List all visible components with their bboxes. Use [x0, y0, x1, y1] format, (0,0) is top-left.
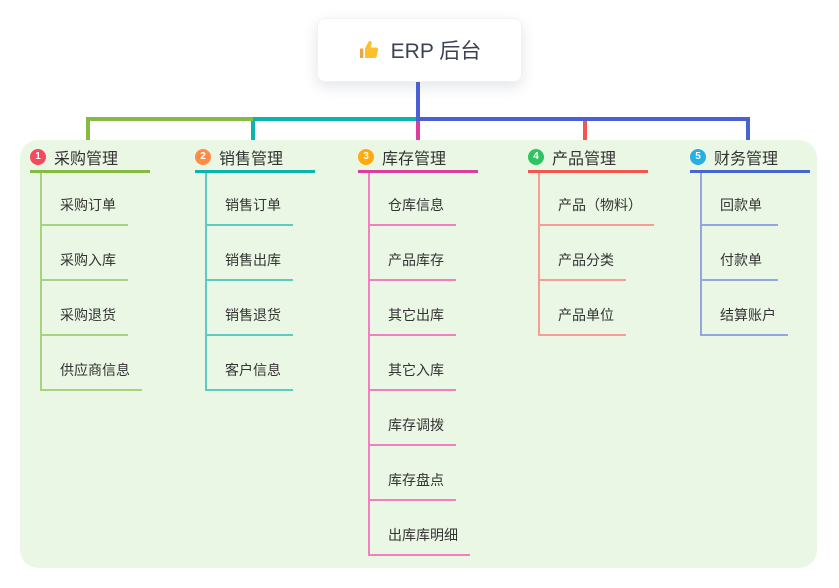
- branch-1: 1 采购管理 采购订单 采购入库 采购退货 供应商信息: [30, 147, 150, 391]
- branch-title-label: 库存管理: [382, 150, 447, 168]
- branch-drop-line-4: [583, 121, 587, 140]
- branch-title[interactable]: 3 库存管理: [358, 147, 478, 173]
- child-node[interactable]: 产品单位: [540, 281, 626, 336]
- branch-drop-line-1: [86, 121, 90, 140]
- branch-title[interactable]: 2 销售管理: [195, 147, 315, 173]
- child-node[interactable]: 结算账户: [702, 281, 788, 336]
- child-node[interactable]: 销售出库: [207, 226, 293, 281]
- child-node-label: 产品分类: [558, 252, 614, 268]
- child-node-label: 销售出库: [225, 252, 281, 268]
- branch-number-badge: 2: [195, 148, 211, 165]
- bus-line-blue: [416, 117, 750, 121]
- branch-title-label: 财务管理: [714, 150, 779, 168]
- branch-children: 产品（物料） 产品分类 产品单位: [538, 173, 654, 336]
- child-node-label: 库存调拨: [388, 417, 444, 433]
- child-node-label: 供应商信息: [60, 362, 130, 378]
- branch-number-badge: 5: [690, 148, 706, 165]
- child-node-label: 结算账户: [720, 307, 776, 323]
- bus-line-green: [86, 117, 253, 121]
- branch-number-badge: 3: [358, 148, 374, 165]
- child-node[interactable]: 产品分类: [540, 226, 626, 281]
- branch-title-label: 采购管理: [54, 150, 119, 168]
- child-node-label: 采购订单: [60, 197, 116, 213]
- child-node[interactable]: 供应商信息: [42, 336, 142, 391]
- branch-title-label: 产品管理: [552, 150, 617, 168]
- child-node-label: 出库库明细: [388, 527, 458, 543]
- root-node-erp[interactable]: ERP 后台: [317, 18, 522, 82]
- child-node[interactable]: 销售退货: [207, 281, 293, 336]
- branch-drop-line-2: [251, 121, 255, 140]
- child-node-label: 采购退货: [60, 307, 116, 323]
- child-node-label: 付款单: [720, 252, 762, 268]
- child-node-label: 产品单位: [558, 307, 614, 323]
- branch-2: 2 销售管理 销售订单 销售出库 销售退货 客户信息: [195, 147, 315, 391]
- root-title: ERP 后台: [390, 40, 482, 63]
- branch-5: 5 财务管理 回款单 付款单 结算账户: [690, 147, 810, 336]
- child-node[interactable]: 库存盘点: [370, 446, 456, 501]
- branch-3: 3 库存管理 仓库信息 产品库存 其它出库 其它入库 库存调拨 库存盘点 出库库…: [358, 147, 478, 556]
- child-node-label: 回款单: [720, 197, 762, 213]
- child-node[interactable]: 采购退货: [42, 281, 128, 336]
- child-node[interactable]: 采购入库: [42, 226, 128, 281]
- branch-children: 仓库信息 产品库存 其它出库 其它入库 库存调拨 库存盘点 出库库明细: [368, 173, 478, 556]
- branch-drop-line-3: [416, 121, 420, 140]
- child-node[interactable]: 仓库信息: [370, 173, 456, 226]
- child-node-label: 采购入库: [60, 252, 116, 268]
- child-node[interactable]: 销售订单: [207, 173, 293, 226]
- child-node-label: 客户信息: [225, 362, 281, 378]
- branch-title[interactable]: 1 采购管理: [30, 147, 150, 173]
- branch-4: 4 产品管理 产品（物料） 产品分类 产品单位: [528, 147, 654, 336]
- branch-children: 销售订单 销售出库 销售退货 客户信息: [205, 173, 315, 391]
- branch-title[interactable]: 4 产品管理: [528, 147, 648, 173]
- child-node[interactable]: 库存调拨: [370, 391, 456, 446]
- child-node-label: 产品库存: [388, 252, 444, 268]
- child-node-label: 库存盘点: [388, 472, 444, 488]
- child-node[interactable]: 采购订单: [42, 173, 128, 226]
- child-node-label: 其它出库: [388, 307, 444, 323]
- branches-panel: [20, 140, 817, 568]
- child-node[interactable]: 其它入库: [370, 336, 456, 391]
- branch-title[interactable]: 5 财务管理: [690, 147, 810, 173]
- branch-title-label: 销售管理: [219, 150, 284, 168]
- child-node[interactable]: 其它出库: [370, 281, 456, 336]
- root-connector-line: [416, 82, 420, 119]
- child-node[interactable]: 付款单: [702, 226, 778, 281]
- child-node-label: 其它入库: [388, 362, 444, 378]
- child-node-label: 销售订单: [225, 197, 281, 213]
- child-node[interactable]: 出库库明细: [370, 501, 470, 556]
- branch-number-badge: 1: [30, 148, 46, 165]
- child-node[interactable]: 产品库存: [370, 226, 456, 281]
- bus-line-teal: [253, 117, 418, 121]
- child-node-label: 仓库信息: [388, 197, 444, 213]
- thumbs-up-icon: [358, 38, 382, 62]
- child-node[interactable]: 客户信息: [207, 336, 293, 391]
- child-node-label: 销售退货: [225, 307, 281, 323]
- branch-drop-line-5: [746, 121, 750, 140]
- child-node[interactable]: 产品（物料）: [540, 173, 654, 226]
- branch-number-badge: 4: [528, 148, 544, 165]
- branch-children: 回款单 付款单 结算账户: [700, 173, 810, 336]
- branch-children: 采购订单 采购入库 采购退货 供应商信息: [40, 173, 150, 391]
- child-node[interactable]: 回款单: [702, 173, 778, 226]
- child-node-label: 产品（物料）: [558, 197, 642, 213]
